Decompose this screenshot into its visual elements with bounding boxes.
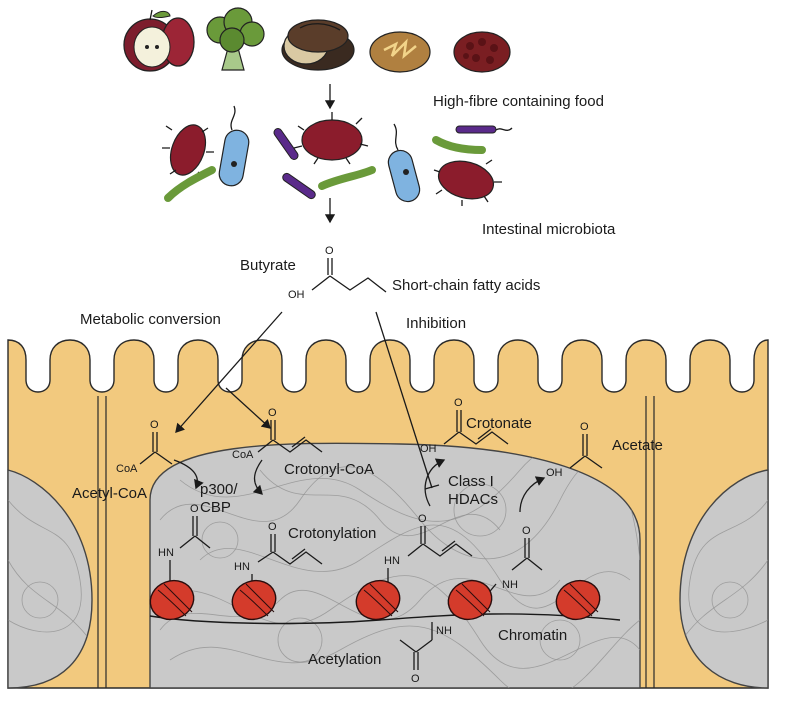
svg-text:OH: OH xyxy=(420,443,437,455)
histone-1 xyxy=(149,579,195,621)
svg-text:OH: OH xyxy=(288,289,305,301)
bacterium-green-2 xyxy=(318,166,376,190)
histone-2 xyxy=(231,579,277,621)
bacterium-green-3 xyxy=(432,136,486,154)
acetate-label: Acetate xyxy=(612,437,663,454)
dna-strand xyxy=(149,613,621,625)
nucleus-left xyxy=(7,469,93,689)
food-label: High-fibre containing food xyxy=(433,93,604,110)
crotonate-structure: O OH xyxy=(420,397,509,455)
bacterium-purple-2 xyxy=(455,125,513,134)
bacterium-red-3 xyxy=(433,159,502,206)
svg-text:O: O xyxy=(411,673,420,685)
svg-text:O: O xyxy=(150,419,159,431)
svg-text:O: O xyxy=(268,521,277,533)
acetyl-mark-bottom: NH O xyxy=(399,622,452,685)
acetyl-mark-right: O NH xyxy=(485,525,543,597)
bacterium-red-1 xyxy=(162,124,214,179)
butyrate-to-crotonylcoa-arrow xyxy=(225,387,271,429)
acetylation-label: Acetylation xyxy=(308,651,381,668)
svg-text:OH: OH xyxy=(546,467,563,479)
bread-loaf-icon xyxy=(281,19,355,71)
hdac-label-line2: HDACs xyxy=(448,491,498,508)
svg-text:O: O xyxy=(268,407,277,419)
svg-text:O: O xyxy=(190,503,199,515)
acetylcoa-to-p300-arrow xyxy=(173,459,204,490)
svg-text:O: O xyxy=(325,245,334,257)
acetate-structure: O OH xyxy=(546,421,603,479)
bacteria-cluster xyxy=(162,105,513,206)
svg-text:NH: NH xyxy=(436,625,452,637)
scfa-label: Short-chain fatty acids xyxy=(392,277,540,294)
svg-text:HN: HN xyxy=(384,555,400,567)
crotonyl-mark-left: O HN xyxy=(234,521,323,592)
grain-icon xyxy=(453,31,511,73)
histone-3 xyxy=(355,579,401,621)
metabolic-conversion-label: Metabolic conversion xyxy=(80,311,221,328)
histone-4 xyxy=(447,579,493,621)
apple-icon xyxy=(123,9,195,72)
bacterium-green-1 xyxy=(164,166,216,202)
hdac-label-line1: Class I xyxy=(448,473,494,490)
inhibition-label: Inhibition xyxy=(406,315,466,332)
bacterium-blue-1 xyxy=(218,105,250,187)
broccoli-icon xyxy=(206,7,265,71)
crotonylation-label: Crotonylation xyxy=(288,525,376,542)
crotonylcoa-to-crotonylation-arrow xyxy=(252,459,263,495)
hdac-to-crotonate-arrow xyxy=(424,458,446,507)
crotonyl-coa-label: Crotonyl-CoA xyxy=(284,461,374,478)
inhibition-line xyxy=(375,311,433,489)
hdac-to-acetate-arrow xyxy=(519,476,546,513)
svg-text:O: O xyxy=(454,397,463,409)
p300-label-line1: p300/ xyxy=(200,481,238,498)
svg-text:HN: HN xyxy=(234,561,250,573)
bacterium-purple-1 xyxy=(273,128,299,160)
butyrate-structure: O OH xyxy=(288,245,387,301)
bread-roll-icon xyxy=(369,31,431,73)
crotonyl-coa-structure: O CoA xyxy=(232,407,323,461)
svg-text:O: O xyxy=(580,421,589,433)
bacterium-purple-3 xyxy=(282,172,316,200)
svg-text:O: O xyxy=(522,525,531,537)
crotonate-label: Crotonate xyxy=(466,415,532,432)
svg-text:NH: NH xyxy=(502,579,518,591)
p300-label-line2: CBP xyxy=(200,499,231,516)
bacterium-blue-2 xyxy=(387,123,421,203)
microbiota-label: Intestinal microbiota xyxy=(482,221,616,238)
svg-text:CoA: CoA xyxy=(116,463,138,475)
chromatin-label: Chromatin xyxy=(498,627,567,644)
butyrate-to-acetylcoa-arrow xyxy=(175,311,283,433)
svg-text:HN: HN xyxy=(158,547,174,559)
bacterium-red-2 xyxy=(293,112,369,165)
acetyl-coa-structure: O CoA xyxy=(116,419,173,475)
nucleus-right xyxy=(679,469,769,689)
histone-5 xyxy=(555,579,601,621)
acetyl-coa-label: Acetyl-CoA xyxy=(72,485,147,502)
svg-text:O: O xyxy=(418,513,427,525)
svg-text:CoA: CoA xyxy=(232,449,254,461)
nucleus-main xyxy=(149,442,641,689)
butyrate-label: Butyrate xyxy=(240,257,296,274)
food-row xyxy=(123,7,511,73)
